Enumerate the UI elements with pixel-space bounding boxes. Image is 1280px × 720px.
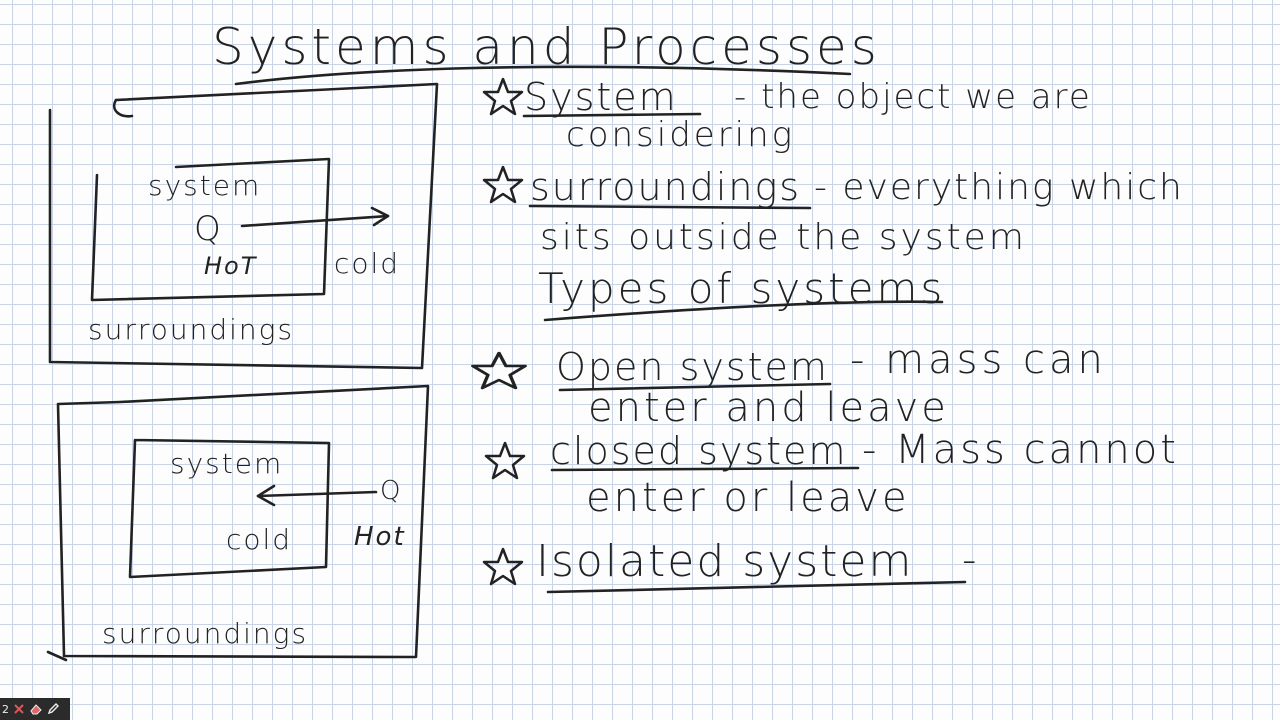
- surroundings-definition-line2: sits outside the system: [540, 217, 1027, 258]
- closed-system-definition-line1: - Mass cannot: [862, 427, 1179, 473]
- diagram1-heat-arrow: [240, 214, 390, 228]
- diagram1-arrow-curl: [112, 98, 134, 118]
- closed-system-underline: [550, 466, 860, 472]
- system-definition-line2: considering: [566, 115, 796, 155]
- system-term: System: [524, 75, 678, 119]
- diagram1-hot-label: HoT: [204, 252, 258, 280]
- surroundings-definition-line1: - everything which: [814, 167, 1184, 208]
- surroundings-underline: [528, 204, 812, 210]
- diagram1-surroundings-label: surroundings: [88, 313, 295, 346]
- diagram2-system-label: system: [170, 447, 284, 480]
- open-system-term: Open system: [556, 345, 829, 389]
- annotation-toolbar: 2: [0, 698, 70, 720]
- diagram2-left-tick: [46, 650, 68, 662]
- diagram1-system-label: system: [148, 169, 262, 202]
- diagram1-heat-label: Q: [194, 209, 223, 249]
- closed-system-definition-line2: enter or leave: [586, 475, 910, 521]
- diagram2-arrow-head: [256, 484, 276, 507]
- diagram2-heat-arrow: [256, 490, 378, 498]
- isolated-system-underline: [546, 580, 967, 594]
- types-heading: Types of systems: [538, 264, 946, 313]
- closed-system-term: closed system: [550, 429, 848, 473]
- star-icon: [482, 164, 524, 204]
- diagram1-system-box: [90, 157, 331, 302]
- star-icon: [484, 440, 526, 480]
- pen-icon[interactable]: [46, 702, 60, 716]
- diagram2-system-box: [128, 438, 331, 579]
- diagram2-cold-label: cold: [226, 523, 293, 556]
- diagram1-arrow-head: [370, 206, 390, 227]
- star-icon: [470, 350, 528, 390]
- page-title: Systems and Processes: [212, 18, 881, 76]
- diagram2-surroundings-label: surroundings: [102, 617, 309, 650]
- types-underline: [543, 300, 944, 322]
- diagram2-outer-box: [56, 384, 430, 659]
- system-underline: [522, 112, 702, 118]
- star-icon: [482, 76, 524, 116]
- title-underline: [234, 65, 852, 86]
- close-icon[interactable]: [12, 702, 26, 716]
- toolbar-number: 2: [2, 702, 9, 716]
- eraser-icon[interactable]: [29, 702, 43, 716]
- open-system-underline: [558, 382, 832, 392]
- system-definition-line1: - the object we are: [734, 77, 1092, 117]
- diagram2-hot-label: Hot: [354, 522, 406, 552]
- star-icon: [482, 546, 524, 586]
- isolated-system-term: Isolated system: [536, 536, 914, 587]
- open-system-definition-line1: - mass can: [850, 337, 1107, 383]
- open-system-definition-line2: enter and leave: [588, 385, 949, 431]
- isolated-system-definition: -: [962, 537, 979, 583]
- surroundings-term: surroundings: [530, 165, 802, 209]
- diagram2-heat-label: Q: [380, 476, 403, 506]
- diagram1-cold-label: cold: [334, 247, 401, 280]
- diagram1-outer-box: [48, 82, 439, 370]
